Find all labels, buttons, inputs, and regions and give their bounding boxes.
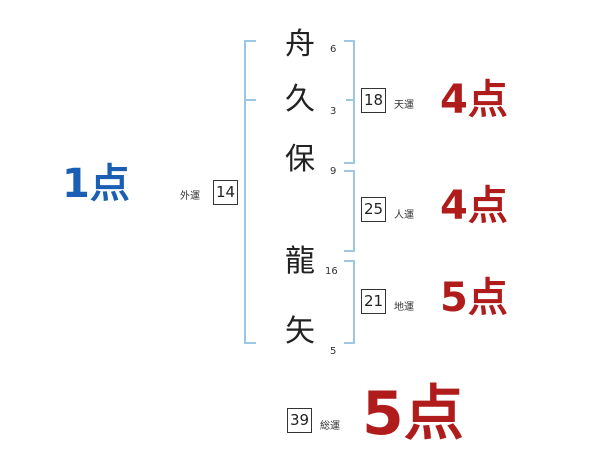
tenun-score: 4点 (440, 77, 508, 123)
chiun-bracket (344, 260, 355, 344)
chiun-value: 21 (361, 289, 386, 314)
souun-value: 39 (287, 408, 312, 433)
gaiun-value: 14 (213, 180, 238, 205)
gaiun-label: 外運 (180, 191, 200, 202)
gaiun-score: 1点 (62, 161, 130, 207)
tenun-value: 18 (361, 88, 386, 113)
tenun-bracket (344, 40, 355, 164)
jinun-score: 4点 (440, 183, 508, 229)
name-char-5: 矢 (285, 314, 315, 349)
souun-label: 総運 (320, 421, 340, 432)
jinun-bracket (344, 170, 355, 252)
tenun-label: 天運 (394, 100, 414, 111)
name-char-2: 久 (285, 82, 315, 117)
name-char-4: 龍 (285, 244, 315, 279)
stroke-count-1: 6 (330, 44, 337, 55)
stroke-count-5: 5 (330, 346, 337, 357)
souun-score: 5点 (362, 379, 464, 449)
stroke-count-3: 9 (330, 166, 337, 177)
jinun-value: 25 (361, 197, 386, 222)
gaiun-bracket-tick (246, 99, 256, 101)
tenun-bracket-tick (346, 99, 354, 101)
gaiun-bracket (244, 40, 256, 344)
stroke-count-2: 3 (330, 106, 337, 117)
name-char-3: 保 (285, 142, 315, 177)
chiun-label: 地運 (394, 302, 414, 313)
chiun-score: 5点 (440, 275, 508, 321)
name-char-1: 舟 (285, 27, 315, 62)
stroke-count-4: 16 (325, 266, 338, 277)
jinun-label: 人運 (394, 210, 414, 221)
